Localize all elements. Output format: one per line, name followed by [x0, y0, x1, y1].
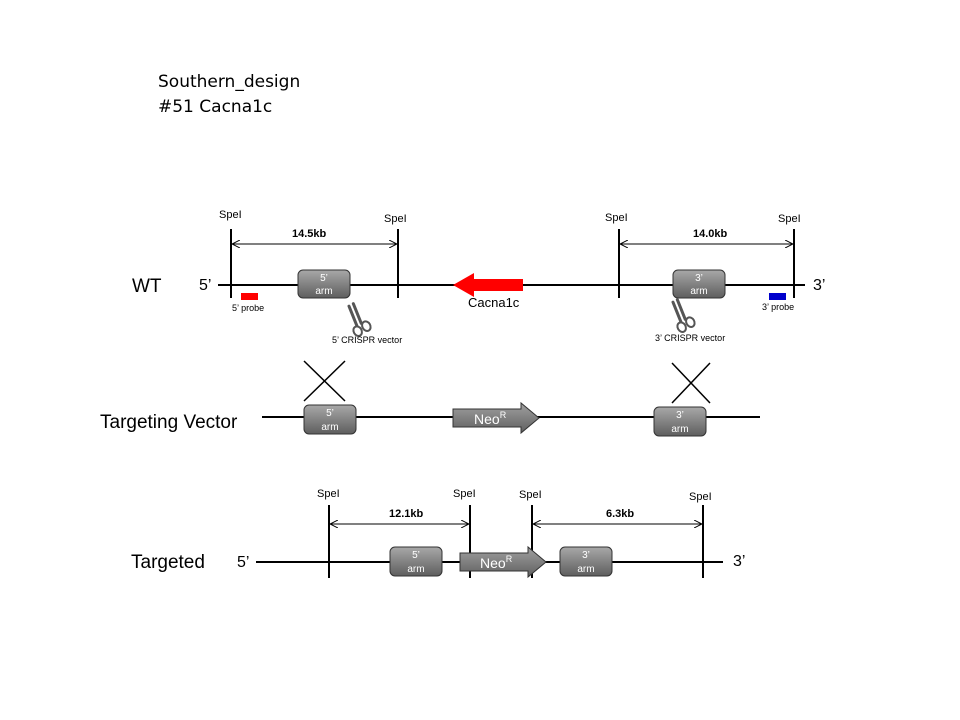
targeted-neo-sup: R: [506, 554, 513, 564]
wt-5-prime-end: 5’: [199, 277, 211, 294]
wt-spei-label-2: SpeI: [384, 213, 407, 225]
vector-neo-text: Neo: [474, 411, 500, 427]
wt-5-arm-bottom: arm: [315, 286, 332, 297]
cacna1c-gene-label: Cacna1c: [468, 295, 520, 310]
targeted-distance-right: 6.3kb: [606, 508, 634, 520]
targeted-5-prime-end: 5’: [237, 554, 249, 571]
targeting-vector-row: Targeting Vector 5’ arm 3’ arm NeoR: [100, 401, 760, 437]
targeted-spei-label-1: SpeI: [317, 488, 340, 500]
wt-3-arm: 3’ arm: [672, 269, 726, 299]
5-crispr-label: 5’ CRISPR vector: [332, 335, 402, 345]
wt-spei-label-3: SpeI: [605, 212, 628, 224]
vector-3-arm-top: 3’: [676, 410, 684, 421]
wt-5-arm: 5’ arm: [297, 269, 351, 299]
5-probe-label: 5’ probe: [232, 303, 264, 313]
targeted-neo-text: Neo: [480, 555, 506, 571]
wt-spei-label-4: SpeI: [778, 213, 801, 225]
targeted-5-arm: 5’ arm: [389, 546, 443, 577]
3-crossover: [671, 362, 711, 404]
3-probe-mark: [769, 293, 786, 300]
wt-label: WT: [132, 276, 162, 297]
5-crossover: [303, 360, 346, 402]
3-crispr-scissors-icon: [671, 298, 696, 333]
5-crispr-scissors-icon: [347, 302, 372, 337]
targeting-vector-label: Targeting Vector: [100, 412, 238, 433]
vector-neo-sup: R: [500, 410, 507, 420]
targeted-label: Targeted: [131, 552, 205, 573]
targeted-row: Targeted 5’ 3’ SpeI SpeI SpeI SpeI 12.1k…: [131, 488, 745, 579]
targeted-5-arm-bottom: arm: [407, 564, 424, 575]
wt-3-arm-top: 3’: [695, 273, 703, 284]
wt-distance-left: 14.5kb: [292, 228, 327, 240]
targeted-distance-left: 12.1kb: [389, 508, 424, 520]
vector-3-arm-bottom: arm: [671, 424, 688, 435]
vector-5-arm-top: 5’: [326, 408, 334, 419]
wt-distance-right: 14.0kb: [693, 228, 728, 240]
targeted-spei-label-3: SpeI: [519, 489, 542, 501]
wt-3-prime-end: 3’: [813, 277, 825, 294]
3-probe-label: 3’ probe: [762, 302, 794, 312]
vector-neo-cassette: NeoR: [452, 401, 540, 435]
vector-3-arm: 3’ arm: [653, 406, 707, 437]
3-crispr-label: 3’ CRISPR vector: [655, 333, 725, 343]
wt-5-arm-top: 5’: [320, 273, 328, 284]
wt-3-arm-bottom: arm: [690, 286, 707, 297]
vector-5-arm: 5’ arm: [303, 404, 357, 435]
svg-text:NeoR: NeoR: [480, 554, 513, 571]
targeted-spei-label-2: SpeI: [453, 488, 476, 500]
targeted-3-arm-top: 3’: [582, 550, 590, 561]
svg-text:NeoR: NeoR: [474, 410, 507, 427]
targeted-3-prime-end: 3’: [733, 553, 745, 570]
targeted-3-arm: 3’ arm: [559, 546, 613, 577]
wt-spei-label-1: SpeI: [219, 209, 242, 221]
title-line-1: Southern_design: [158, 72, 300, 92]
targeted-neo-cassette: NeoR: [459, 545, 547, 579]
targeted-5-arm-top: 5’: [412, 550, 420, 561]
vector-5-arm-bottom: arm: [321, 422, 338, 433]
targeted-spei-label-4: SpeI: [689, 491, 712, 503]
targeted-3-arm-bottom: arm: [577, 564, 594, 575]
5-probe-mark: [241, 293, 258, 300]
wt-row: WT 5’ 3’ SpeI SpeI SpeI SpeI 14.5kb 14.0…: [132, 209, 825, 345]
cacna1c-gene-arrow: [453, 273, 523, 297]
title-line-2: #51 Cacna1c: [158, 97, 272, 117]
